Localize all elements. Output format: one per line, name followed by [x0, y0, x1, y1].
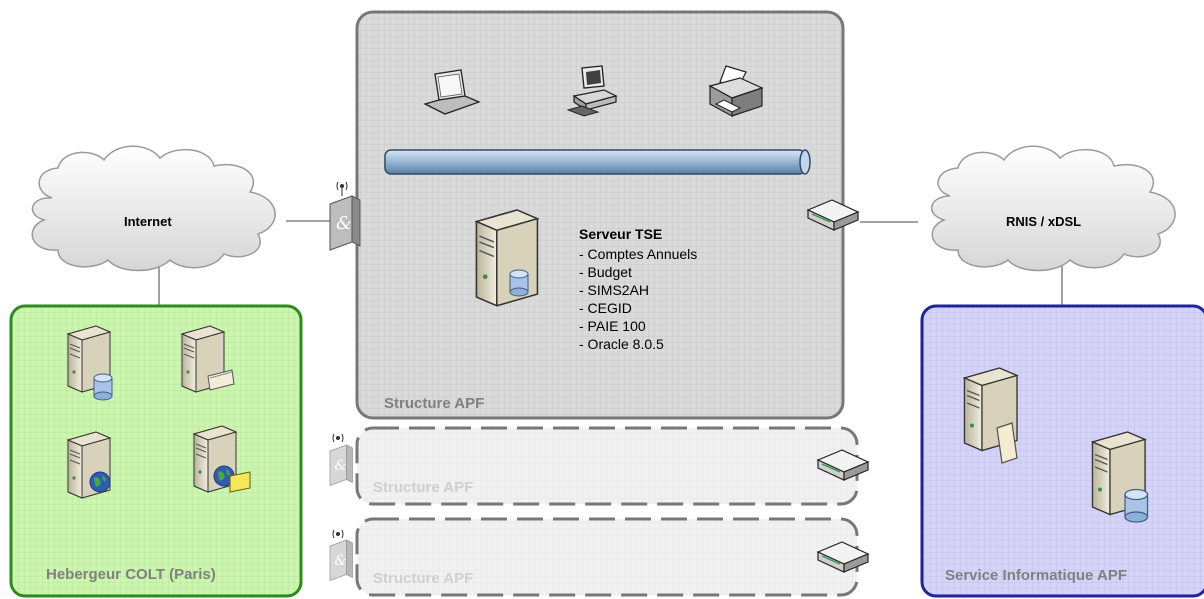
tse-server-title: Serveur TSE [579, 226, 663, 242]
hebergeur-title: Hebergeur COLT (Paris) [46, 566, 216, 583]
structure-apf-ghost-title-1: Structure APF [373, 479, 474, 496]
tse-item-comptes-annuels: - Comptes Annuels [579, 246, 698, 262]
tse-item-paie: - PAIE 100 [579, 318, 646, 334]
printer-icon [708, 65, 764, 118]
service-informatique-title: Service Informatique APF [945, 567, 1127, 584]
network-bus [384, 149, 811, 175]
web-server-icon [67, 431, 111, 499]
database-icon [509, 269, 529, 297]
rnis-xdsl-label: RNIS / xDSL [1006, 214, 1082, 229]
file-server-icon [963, 367, 1018, 464]
antenna-icon [336, 181, 348, 196]
tse-item-sims2ah: - SIMS2AH [579, 282, 650, 298]
ghost-antenna-icon-2 [332, 529, 344, 539]
tse-server-list: - Comptes Annuels - Budget - SIMS2AH - C… [579, 245, 697, 353]
ghost-antenna-icon-1 [332, 433, 344, 443]
laptop-icon [423, 69, 481, 115]
tse-item-cegid: - CEGID [579, 300, 632, 316]
service-informatique-box [920, 304, 1204, 598]
tse-item-oracle: - Oracle 8.0.5 [579, 336, 664, 352]
internet-cloud [31, 145, 276, 272]
tse-item-budget: - Budget [579, 264, 632, 280]
desktop-computer-icon [566, 65, 618, 117]
rnis-xdsl-cloud [931, 145, 1176, 272]
ghost-access-point-icon-2 [329, 539, 353, 581]
ghost-access-point-icon-1 [329, 444, 353, 486]
structure-apf-main-title: Structure APF [384, 395, 485, 412]
internet-label: Internet [124, 214, 172, 229]
database-server-icon [67, 325, 113, 401]
mail-server-icon [181, 325, 235, 393]
web-file-server-icon [193, 425, 251, 493]
hebergeur-box [9, 304, 303, 598]
database-server-icon-2 [1091, 431, 1149, 523]
structure-apf-ghost-title-2: Structure APF [373, 570, 474, 587]
wireless-access-point-icon [329, 195, 361, 251]
